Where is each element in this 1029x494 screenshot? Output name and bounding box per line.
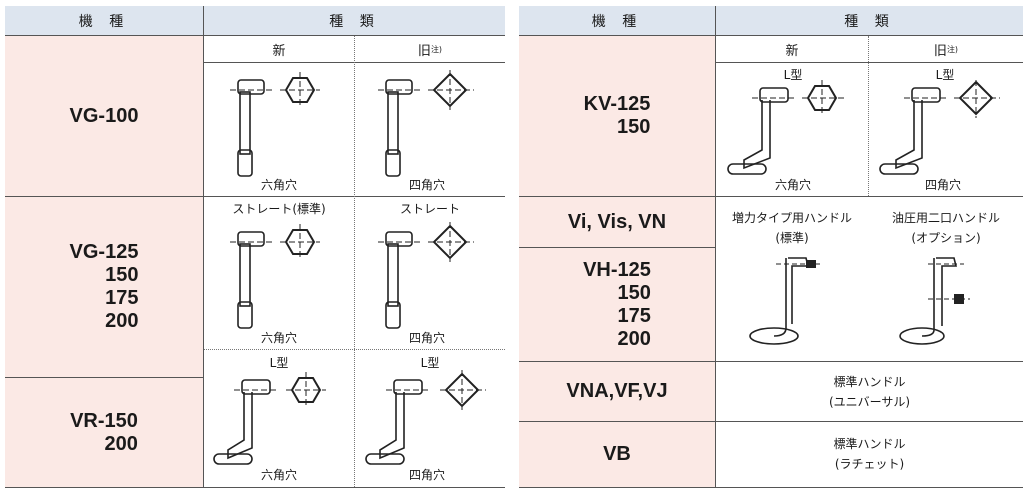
left-header-type: 種 類 bbox=[204, 6, 505, 35]
caption-square: 四角穴 bbox=[924, 178, 961, 192]
divider bbox=[519, 361, 1023, 362]
model-label: VH-125 bbox=[583, 258, 651, 281]
right-model-vna: VNA,VF,VJ bbox=[519, 362, 715, 421]
left-header-model: 機 種 bbox=[5, 6, 203, 35]
caption-straight-standard: ストレート(標準) bbox=[232, 202, 326, 216]
hex-socket-l-handle-icon bbox=[727, 80, 844, 175]
model-label: 175 bbox=[617, 304, 651, 327]
caption-square: 四角穴 bbox=[408, 331, 445, 345]
divider bbox=[519, 487, 1023, 488]
model-label: 200 bbox=[105, 310, 139, 332]
divider bbox=[204, 349, 505, 350]
caption-hex: 六角穴 bbox=[260, 178, 297, 192]
model-label: VG-100 bbox=[69, 104, 139, 127]
caption-hex: 六角穴 bbox=[774, 178, 811, 192]
caption-booster-handle: 増力タイプ用ハンドル (標準) bbox=[731, 211, 852, 245]
caption-square: 四角穴 bbox=[408, 468, 445, 482]
square-socket-straight-handle-icon bbox=[378, 70, 474, 177]
caption-hex: 六角穴 bbox=[260, 468, 297, 482]
right-col-old: 旧注) bbox=[933, 43, 959, 59]
right-model-vb: VB bbox=[519, 422, 715, 487]
model-label: 175 bbox=[105, 287, 139, 309]
caption-hydraulic-handle: 油圧用二口ハンドル (オプション) bbox=[891, 211, 1000, 245]
square-socket-l-handle-icon bbox=[879, 80, 1000, 175]
model-label: VG-125 bbox=[69, 241, 139, 263]
divider bbox=[715, 6, 716, 487]
hex-socket-l-handle-icon bbox=[213, 372, 326, 465]
divider bbox=[519, 247, 716, 248]
left-model-vg125: VG-125 150 175 200 bbox=[5, 197, 203, 377]
model-label: 200 bbox=[104, 432, 138, 455]
caption-l-type: L型 bbox=[783, 68, 803, 82]
hydraulic-two-port-handle-icon bbox=[899, 257, 970, 345]
divider bbox=[354, 36, 355, 487]
model-label: 150 bbox=[617, 281, 651, 304]
left-model-vg100: VG-100 bbox=[5, 36, 203, 196]
right-col-new: 新 bbox=[785, 43, 799, 59]
right-model-vi: Vi, Vis, VN bbox=[519, 197, 715, 247]
left-model-vr150: VR-150 200 bbox=[5, 378, 203, 487]
right-model-vh125: VH-125 150 175 200 bbox=[519, 248, 715, 361]
square-socket-l-handle-icon bbox=[365, 370, 486, 465]
right-model-kv125: KV-125 150 bbox=[519, 36, 715, 196]
caption-l-type: L型 bbox=[935, 68, 955, 82]
model-label: Vi, Vis, VN bbox=[567, 210, 667, 233]
caption-square: 四角穴 bbox=[408, 178, 445, 192]
model-label: 150 bbox=[616, 116, 651, 138]
model-label: VR-150 bbox=[70, 409, 138, 432]
caption-universal-handle: 標準ハンドル (ユニバーサル) bbox=[828, 375, 911, 409]
hex-socket-straight-handle-icon bbox=[230, 224, 320, 329]
caption-hex: 六角穴 bbox=[260, 331, 297, 345]
left-col-new: 新 bbox=[272, 43, 286, 59]
divider bbox=[5, 487, 505, 488]
model-label: 200 bbox=[617, 327, 651, 350]
caption-l-type: L型 bbox=[269, 356, 289, 370]
model-label: KV-125 bbox=[583, 93, 651, 115]
divider bbox=[519, 421, 1023, 422]
divider bbox=[5, 196, 505, 197]
divider bbox=[519, 196, 1023, 197]
booster-handle-icon bbox=[749, 257, 820, 345]
caption-straight: ストレート bbox=[399, 202, 460, 216]
divider bbox=[716, 62, 1023, 63]
caption-ratchet-handle: 標準ハンドル (ラチェット) bbox=[833, 437, 906, 471]
divider bbox=[868, 36, 869, 196]
model-label: VB bbox=[603, 443, 631, 465]
model-label: VNA,VF,VJ bbox=[566, 380, 668, 402]
divider bbox=[5, 35, 505, 36]
left-col-old: 旧注) bbox=[417, 43, 443, 59]
divider bbox=[203, 6, 204, 487]
caption-l-type: L型 bbox=[420, 356, 440, 370]
hex-socket-straight-handle-icon bbox=[230, 72, 320, 177]
right-header-model: 機 種 bbox=[519, 6, 715, 35]
square-socket-straight-handle-icon bbox=[378, 222, 474, 329]
divider bbox=[519, 35, 1023, 36]
model-label: 150 bbox=[105, 264, 139, 286]
right-header-type: 種 類 bbox=[716, 6, 1023, 35]
divider bbox=[5, 377, 204, 378]
